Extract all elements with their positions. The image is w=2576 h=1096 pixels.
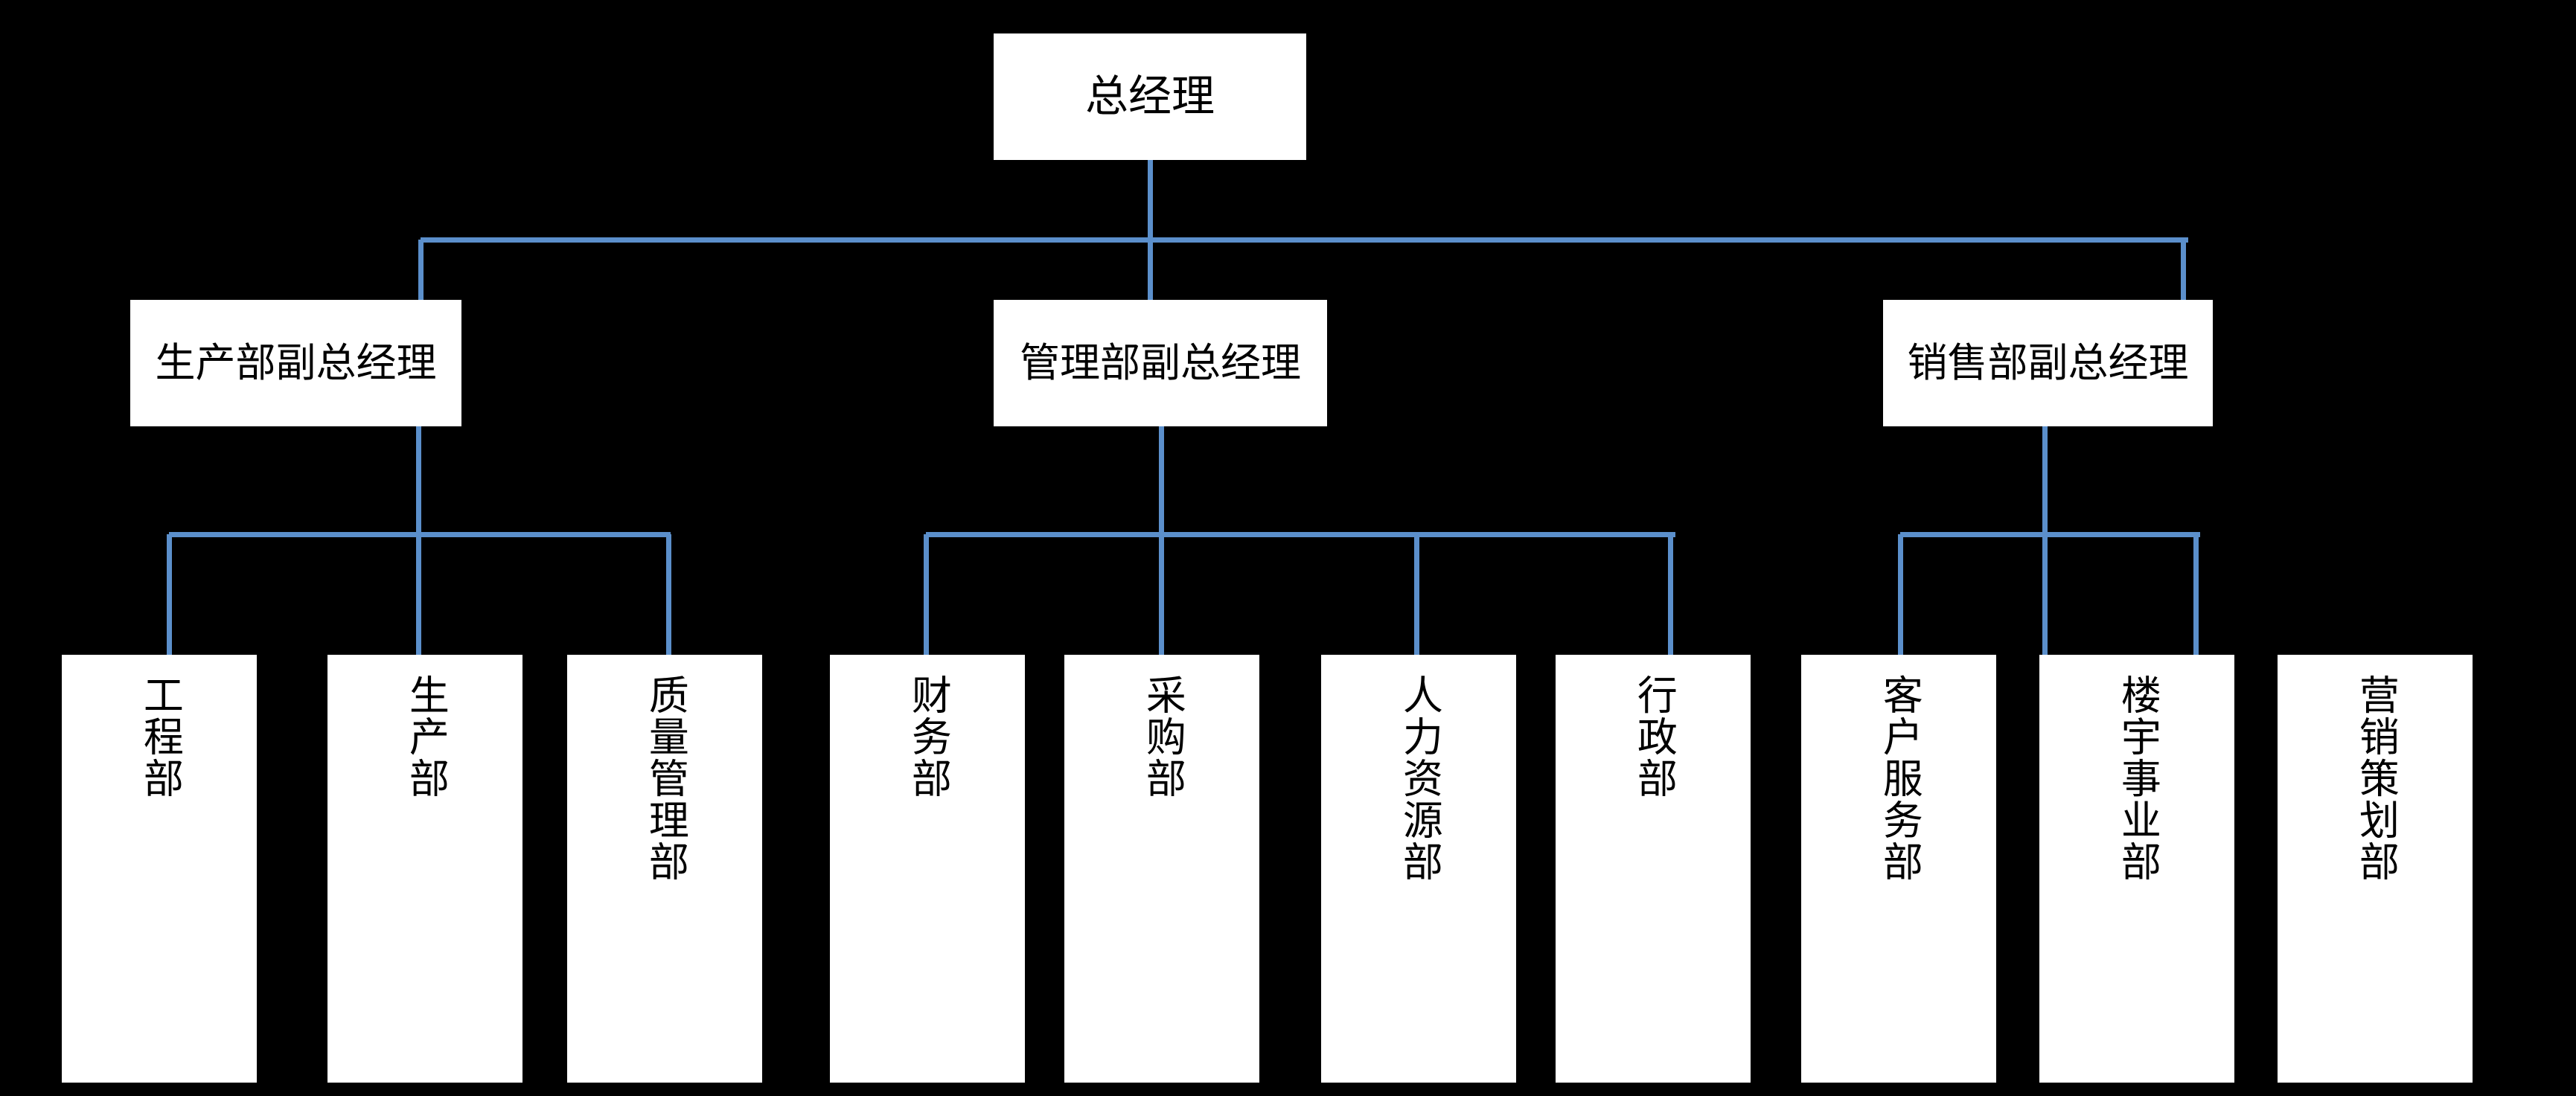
connector-stem-vp-management	[1158, 426, 1164, 534]
node-dept-marketing-planning-label: 营销策划部	[2353, 674, 2398, 882]
node-dept-production-label: 生产部	[403, 674, 448, 799]
node-vp-production-label: 生产部副总经理	[155, 340, 437, 385]
node-dept-building-business[interactable]: 楼宇事业部	[2039, 655, 2234, 1083]
node-dept-quality-management-label: 质量管理部	[642, 674, 688, 882]
node-dept-engineering[interactable]: 工程部	[62, 655, 257, 1083]
node-dept-finance[interactable]: 财务部	[830, 655, 1025, 1083]
node-dept-finance-label: 财务部	[905, 674, 950, 799]
node-dept-human-resources[interactable]: 人力资源部	[1321, 655, 1516, 1083]
connector-drop-dept-engineering	[166, 534, 172, 655]
connector-drop-dept-marketing-planning	[2193, 534, 2199, 655]
node-dept-human-resources-label: 人力资源部	[1396, 674, 1442, 882]
node-dept-customer-service[interactable]: 客户服务部	[1801, 655, 1996, 1083]
connector-drop-vp-production	[418, 240, 424, 300]
connector-stem-vp-production	[415, 426, 421, 534]
node-vp-sales-label: 销售部副总经理	[1907, 340, 2189, 385]
connector-drop-dept-quality-management	[665, 534, 671, 655]
connector-drop-dept-building-business	[2042, 534, 2048, 655]
node-vp-management[interactable]: 管理部副总经理	[994, 300, 1327, 426]
connector-bus-group-sales	[1900, 531, 2200, 537]
connector-stem-vp-sales	[2042, 426, 2048, 534]
connector-drop-dept-human-resources	[1413, 534, 1419, 655]
connector-bus-group-management	[926, 531, 1675, 537]
node-vp-sales[interactable]: 销售部副总经理	[1883, 300, 2213, 426]
node-dept-administration[interactable]: 行政部	[1556, 655, 1751, 1083]
node-general-manager-label: 总经理	[1084, 71, 1215, 121]
connector-drop-dept-customer-service	[1897, 534, 1903, 655]
connector-level2-bus	[421, 237, 2188, 243]
node-dept-administration-label: 行政部	[1631, 674, 1676, 799]
connector-drop-vp-management	[1147, 240, 1153, 300]
connector-drop-dept-procurement	[1158, 534, 1164, 655]
node-dept-marketing-planning[interactable]: 营销策划部	[2278, 655, 2473, 1083]
node-dept-engineering-label: 工程部	[137, 674, 182, 799]
connector-root-stem-down	[1147, 160, 1153, 240]
node-vp-production[interactable]: 生产部副总经理	[130, 300, 461, 426]
node-general-manager[interactable]: 总经理	[994, 33, 1306, 160]
connector-drop-vp-sales	[2180, 240, 2186, 300]
connector-drop-dept-finance	[923, 534, 929, 655]
node-dept-building-business-label: 楼宇事业部	[2115, 674, 2160, 882]
node-dept-procurement[interactable]: 采购部	[1064, 655, 1259, 1083]
node-dept-customer-service-label: 客户服务部	[1876, 674, 1922, 882]
node-vp-management-label: 管理部副总经理	[1020, 340, 1301, 385]
node-dept-procurement-label: 采购部	[1140, 674, 1185, 799]
node-dept-quality-management[interactable]: 质量管理部	[567, 655, 762, 1083]
connector-drop-dept-administration	[1667, 534, 1673, 655]
node-dept-production[interactable]: 生产部	[327, 655, 522, 1083]
connector-drop-dept-production	[415, 534, 421, 655]
